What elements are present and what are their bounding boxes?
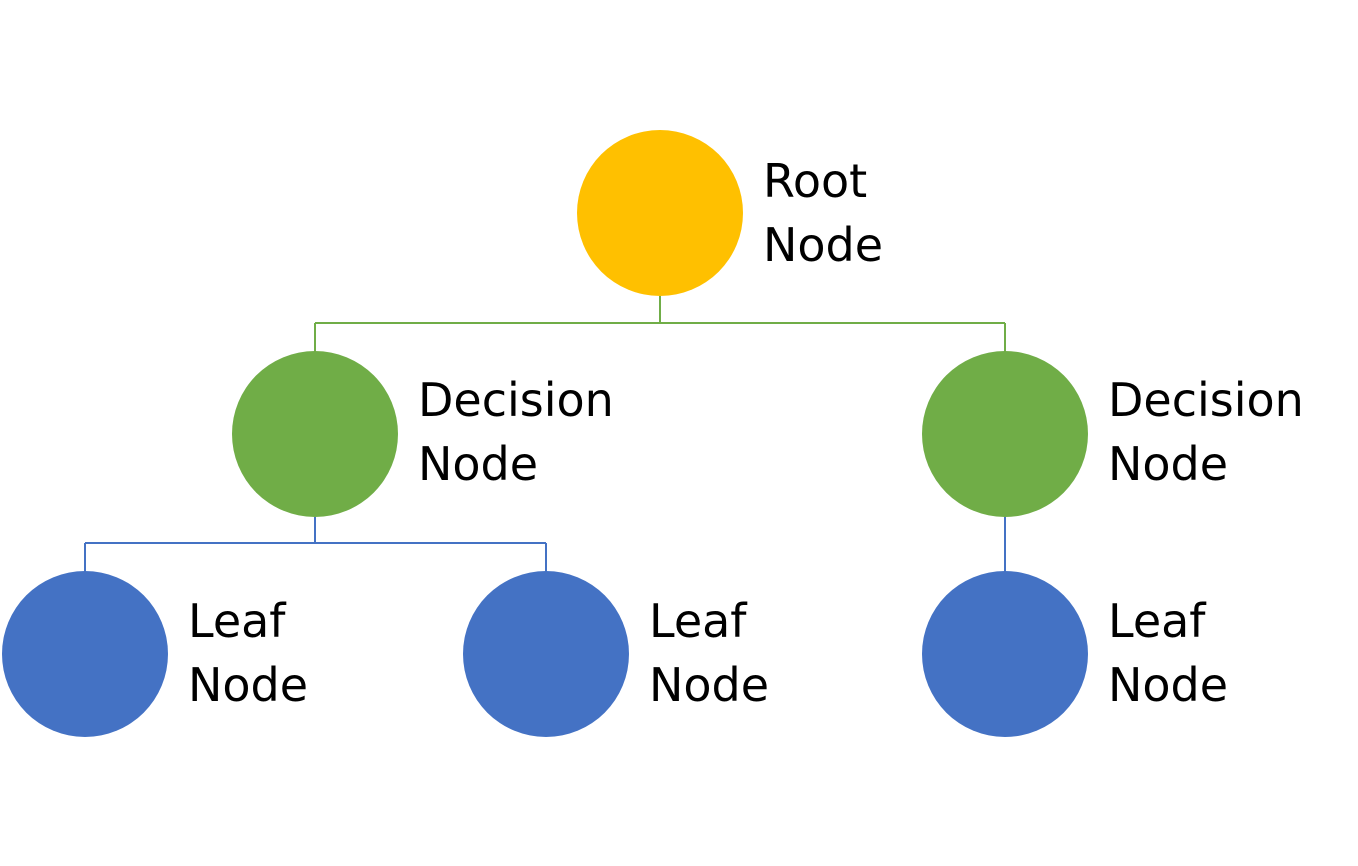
leaf-connectors [84,517,1006,572]
decision-node-left-circle [232,351,398,517]
leaf-node-1-circle [2,571,168,737]
leaf-node-2-label-line1: Leaf [649,594,748,648]
root-connectors [314,296,1006,352]
leaf-node-2-label-line2: Node [649,658,769,712]
leaf-node-3-circle [922,571,1088,737]
decision-node-right-label-line2: Node [1108,437,1228,491]
leaf-node-1-label-line1: Leaf [188,594,287,648]
leaf-node-1-label-line2: Node [188,658,308,712]
decision-node-right-label-line1: Decision [1108,373,1304,427]
root-node-circle [577,130,743,296]
leaf-node-1: Leaf Node [2,571,308,737]
decision-node-right: Decision Node [922,351,1304,517]
root-node-label-line1: Root [763,154,867,208]
leaf-node-2: Leaf Node [463,571,769,737]
root-node-label-line2: Node [763,218,883,272]
decision-node-left-label-line1: Decision [418,373,614,427]
decision-node-right-circle [922,351,1088,517]
leaf-node-3-label-line2: Node [1108,658,1228,712]
leaf-node-3-label-line1: Leaf [1108,594,1207,648]
root-node: Root Node [577,130,883,296]
leaf-node-3: Leaf Node [922,571,1228,737]
decision-node-left: Decision Node [232,351,614,517]
leaf-node-2-circle [463,571,629,737]
decision-node-left-label-line2: Node [418,437,538,491]
